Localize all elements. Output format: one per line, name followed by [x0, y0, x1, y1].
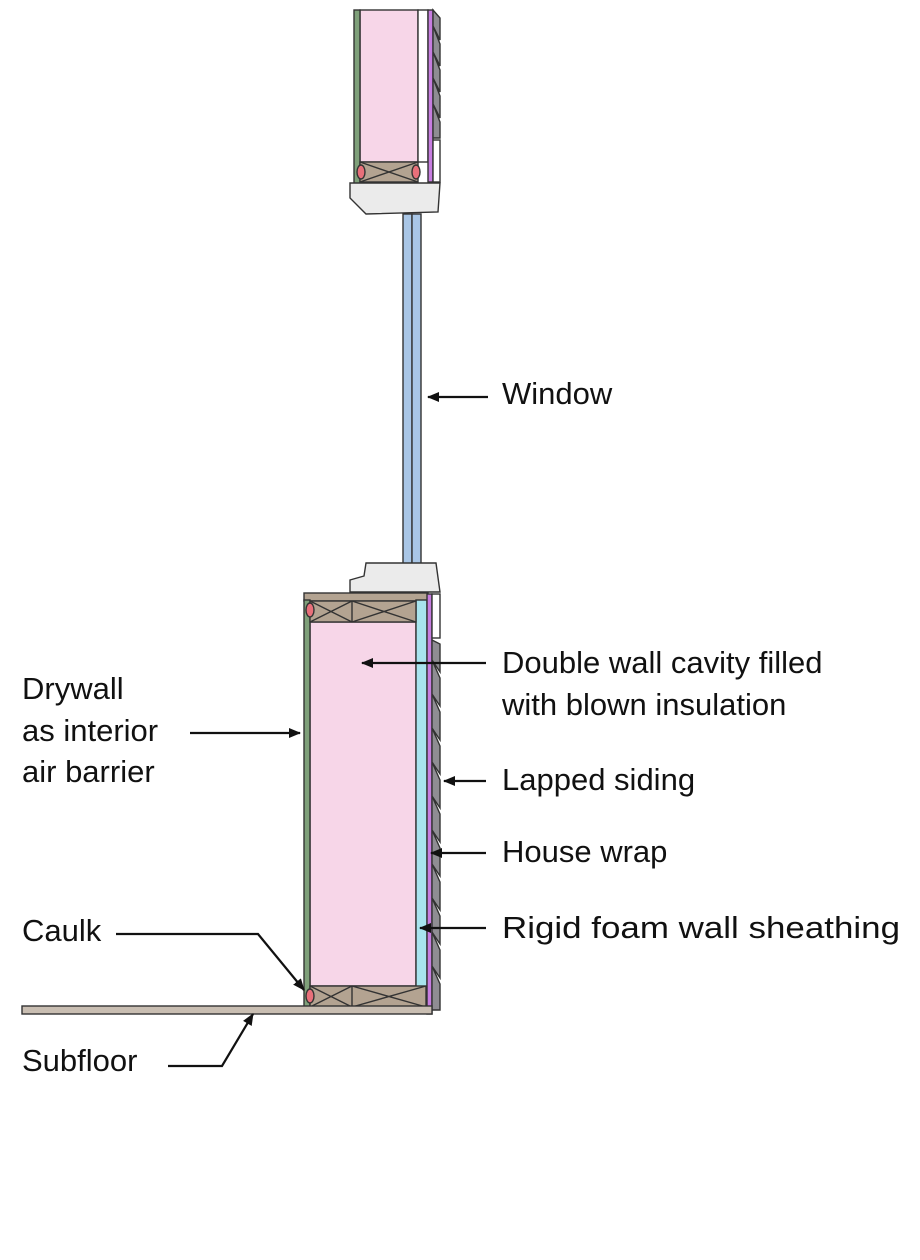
bottom-plate-cross — [309, 985, 427, 1008]
drywall-label-line3: air barrier — [22, 754, 155, 789]
window-glass-pane-outer — [411, 213, 422, 565]
leaders — [116, 392, 488, 1068]
lower-wall — [303, 592, 441, 1015]
lower-insulation — [309, 621, 417, 987]
window-head-frame — [349, 182, 441, 215]
drywall-label-line2: as interior — [22, 713, 158, 748]
subfloor-panel — [21, 1005, 433, 1015]
upper-caulk-left — [356, 164, 366, 180]
window-label: Window — [502, 376, 613, 411]
caulk-arrow — [116, 932, 305, 991]
window-sill-frame — [349, 562, 441, 593]
labels: Window Double wall cavity filled with bl… — [22, 376, 900, 1078]
rigid-foam-sheathing — [415, 599, 428, 1009]
upper-drywall — [353, 9, 361, 186]
bottom-plate-lumber — [309, 985, 427, 1008]
upper-siding-trim — [432, 139, 441, 183]
subfloor-label: Subfloor — [22, 1043, 137, 1078]
interior-drywall — [303, 599, 311, 1008]
upper-wall — [349, 8, 441, 215]
foam-label: Rigid foam wall sheathing — [502, 910, 900, 945]
top-plate-cross — [309, 600, 417, 623]
drywall-label-line1: Drywall — [22, 671, 124, 706]
window-glass-pane-inner — [402, 213, 413, 565]
house-wrap-layer — [426, 593, 433, 1015]
upper-foam — [417, 9, 429, 163]
lapped-siding — [431, 638, 441, 1011]
top-plate-band — [303, 592, 429, 602]
wrap-label: House wrap — [502, 834, 667, 869]
siding-label: Lapped siding — [502, 762, 695, 797]
top-caulk-bead — [305, 602, 315, 618]
upper-caulk-right — [411, 164, 421, 180]
subfloor-arrow — [168, 1013, 254, 1068]
bottom-caulk-bead — [305, 988, 315, 1004]
upper-header-cross — [359, 161, 419, 183]
upper-siding — [432, 8, 441, 139]
upper-insulation — [359, 9, 419, 163]
window-unit — [349, 213, 441, 593]
cavity-label-line1: Double wall cavity filled — [502, 645, 822, 680]
caulk-label: Caulk — [22, 913, 102, 948]
upper-house-wrap — [427, 9, 434, 183]
cavity-label-line2: with blown insulation — [501, 687, 786, 722]
siding-top-trim — [431, 593, 441, 639]
